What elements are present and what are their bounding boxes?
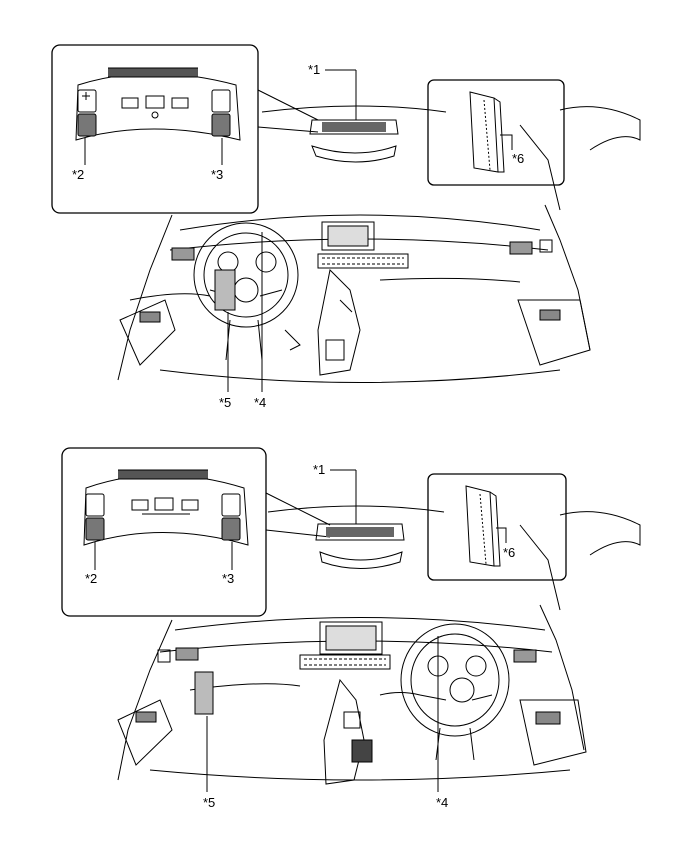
callout-3-lhd: *3 — [211, 167, 224, 182]
callout-1-lhd: *1 — [308, 62, 321, 77]
roof-console-rhd — [268, 470, 444, 569]
callout-6-lhd: *6 — [512, 151, 525, 166]
callout-3-rhd: *3 — [222, 571, 235, 586]
callout-2-lhd: *2 — [72, 167, 85, 182]
cabin-rhd — [118, 512, 640, 792]
callout-1-rhd: *1 — [313, 462, 326, 477]
callout-5-rhd: *5 — [203, 795, 216, 810]
overhead-console-inset-lhd — [52, 45, 258, 213]
callout-4-lhd: *4 — [254, 395, 267, 410]
callout-2-rhd: *2 — [85, 571, 98, 586]
callout-5-lhd: *5 — [219, 395, 232, 410]
callout-4-rhd: *4 — [436, 795, 449, 810]
callout-6-rhd: *6 — [503, 545, 516, 560]
cabin-lhd — [118, 107, 640, 392]
roof-console-lhd — [262, 70, 446, 162]
ecu-inset-lhd — [428, 80, 564, 185]
lhd-diagram — [52, 45, 640, 392]
ecu-inset-rhd — [428, 474, 566, 580]
rhd-diagram — [62, 448, 640, 792]
overhead-console-inset-rhd — [62, 448, 266, 616]
